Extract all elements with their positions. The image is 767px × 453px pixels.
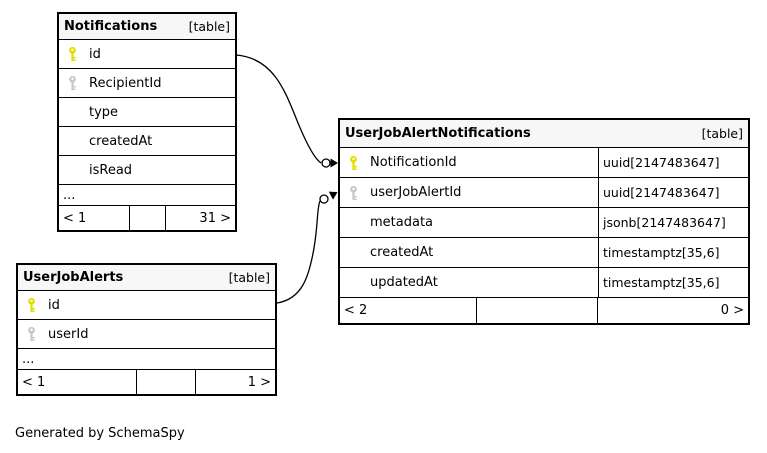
foreign-key-icon [69,75,76,91]
relationship-arrowhead-icon [328,191,338,200]
table-tag: [table] [228,270,270,285]
column-name: createdAt [370,245,434,260]
column-name: NotificationId [370,155,457,170]
relationship-circle-icon [319,194,329,204]
foreign-key-icon [350,185,357,200]
column-type: uuid[2147483647] [598,178,748,207]
column-type: timestamptz[35,6] [598,268,748,297]
table-title: Notifications [64,19,158,34]
relationship-userjobalerts-to-ujan [276,191,338,304]
column-name: userJobAlertId [370,185,462,200]
table-footer: < 1 31 > [59,206,235,230]
more-columns-indicator: ... [18,349,275,370]
child-count: 31 > [199,210,231,226]
relationship-circle-icon [321,158,331,168]
primary-key-icon [350,155,357,170]
table-footer: < 2 0 > [340,298,748,323]
column-name: id [89,46,101,62]
column-row: RecipientId [59,69,235,98]
column-row: NotificationId uuid[2147483647] [340,148,748,178]
column-name: RecipientId [89,75,162,91]
table-userjobalerts: UserJobAlerts [table] id userId ... < 1 … [16,263,277,396]
relationship-line [235,54,322,164]
relationship-line [276,200,321,304]
column-row: metadata jsonb[2147483647] [340,208,748,238]
parent-count: < 1 [18,370,137,394]
footer-spacer [130,206,166,230]
relationship-arrowhead-icon [330,158,338,168]
column-row: userJobAlertId uuid[2147483647] [340,178,748,208]
column-name: metadata [370,215,434,230]
table-header[interactable]: UserJobAlertNotifications [table] [340,120,748,148]
table-userjobalertnotifications: UserJobAlertNotifications [table] Notifi… [338,118,750,325]
generated-by-note: Generated by SchemaSpy [15,426,185,441]
parent-count: < 2 [340,298,477,323]
table-title: UserJobAlertNotifications [345,126,531,141]
column-row: type [59,98,235,127]
table-title: UserJobAlerts [23,270,124,285]
more-columns-indicator: ... [59,185,235,206]
child-count: 0 > [720,303,744,318]
column-name: id [48,297,60,313]
column-row: isRead [59,156,235,185]
column-row: createdAt [59,127,235,156]
table-header[interactable]: Notifications [table] [59,14,235,40]
footer-spacer [137,370,196,394]
footer-spacer [477,298,598,323]
column-name: createdAt [89,133,153,149]
table-tag: [table] [188,19,230,34]
table-header[interactable]: UserJobAlerts [table] [18,265,275,291]
column-name: type [89,104,119,120]
primary-key-icon [28,297,35,313]
table-notifications: Notifications [table] id RecipientId typ… [57,12,237,232]
foreign-key-icon [28,326,35,342]
child-count: 1 > [247,374,271,390]
column-row: updatedAt timestamptz[35,6] [340,268,748,298]
column-row: id [59,40,235,69]
column-name: userId [48,326,89,342]
primary-key-icon [69,46,76,62]
table-footer: < 1 1 > [18,370,275,394]
column-row: id [18,291,275,320]
column-type: timestamptz[35,6] [598,238,748,267]
column-name: updatedAt [370,275,438,290]
column-type: jsonb[2147483647] [598,208,748,237]
relationship-notifications-to-ujan [235,54,338,168]
column-name: isRead [89,162,133,178]
column-row: userId [18,320,275,349]
table-tag: [table] [701,126,743,141]
column-row: createdAt timestamptz[35,6] [340,238,748,268]
column-type: uuid[2147483647] [598,148,748,177]
parent-count: < 1 [59,206,130,230]
